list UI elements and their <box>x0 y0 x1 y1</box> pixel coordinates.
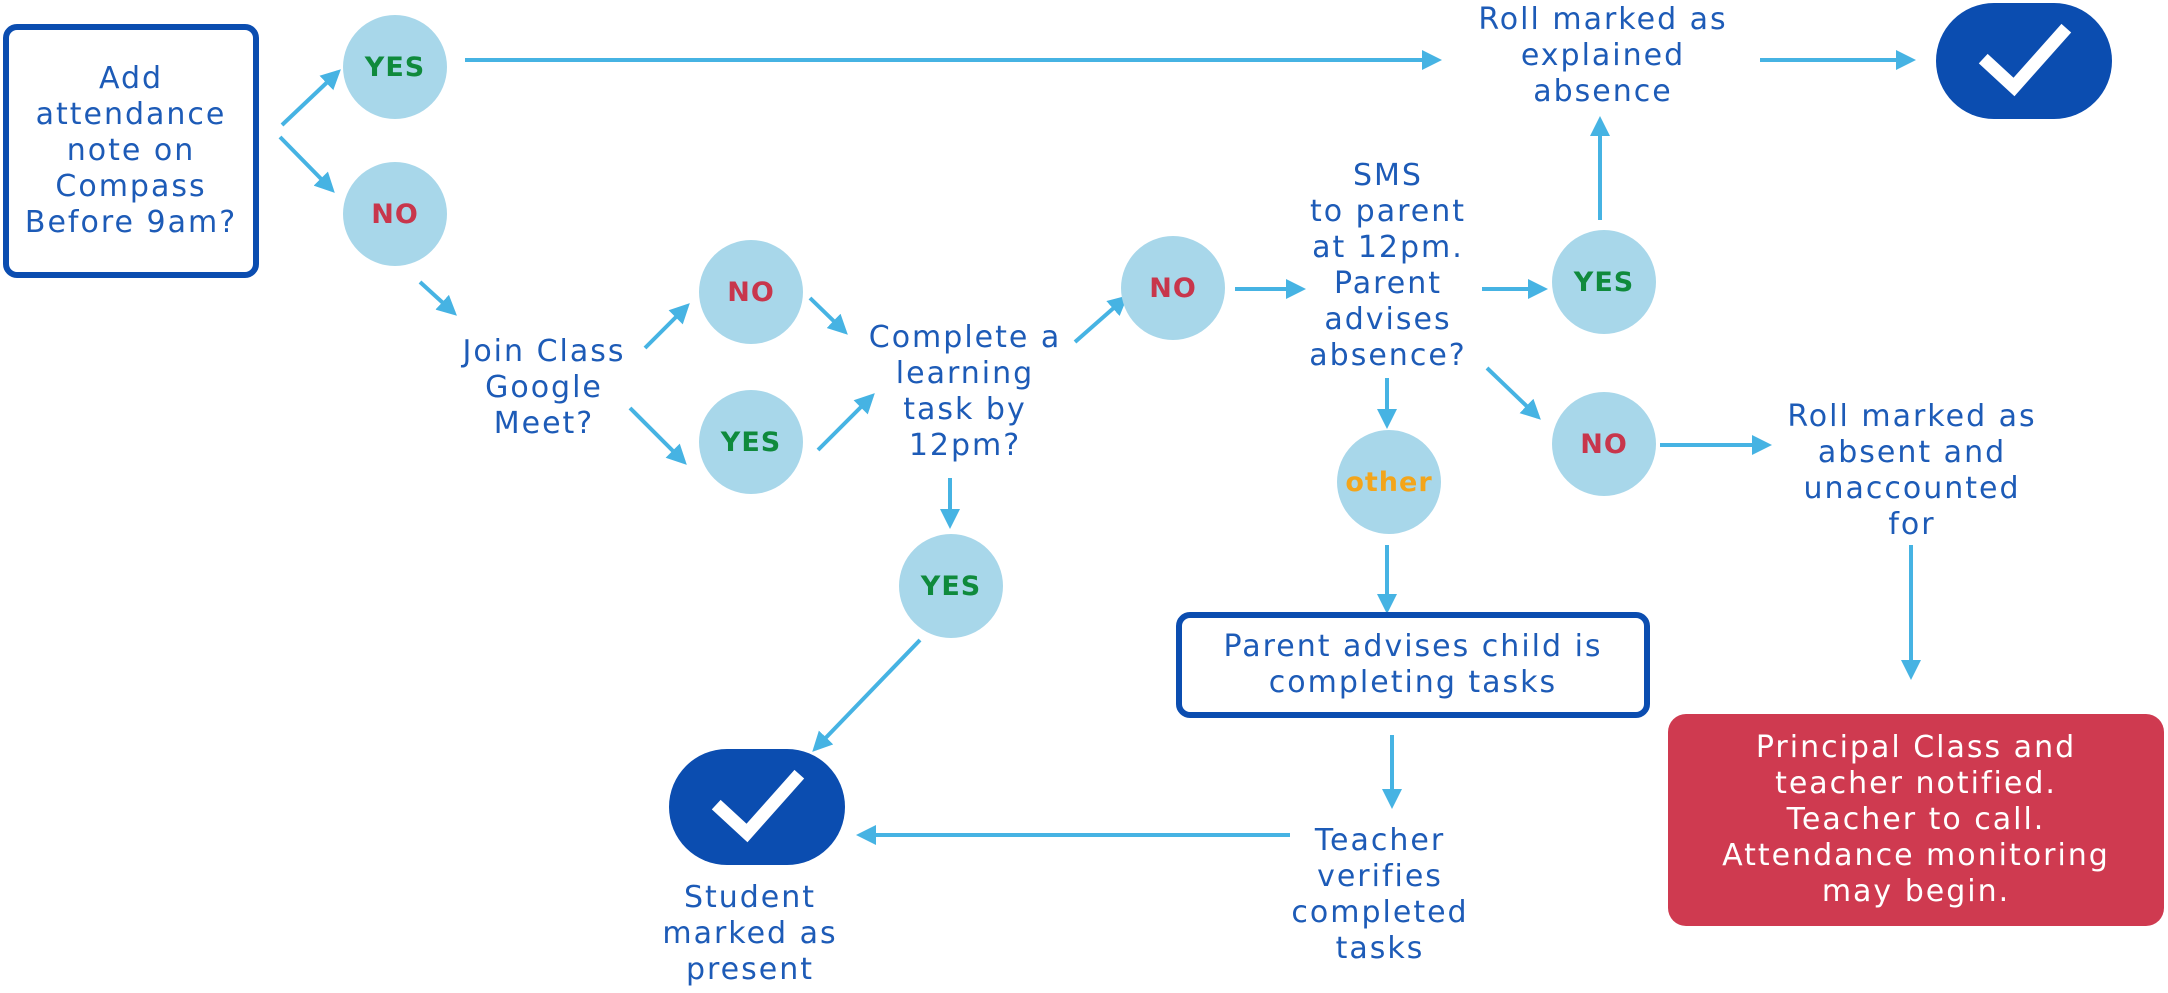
checkmark-icon <box>1978 23 2072 97</box>
principal-text: Principal Class and teacher notified. Te… <box>1722 730 2110 909</box>
teacher-verifies-text: Teacher verifies completed tasks <box>1291 823 1469 966</box>
parent-tasks-text: Parent advises child is completing tasks <box>1223 629 1603 700</box>
sms-parent-text: SMS to parent at 12pm. Parent advises ab… <box>1309 158 1467 373</box>
join-meet-text: Join Class Google Meet? <box>462 334 626 441</box>
arrow-start-to-yes1 <box>280 69 341 127</box>
arrow-join-meet-to-no2 <box>643 303 690 350</box>
outcome-explained-check <box>1936 3 2112 119</box>
arrow-start-to-no1 <box>278 135 335 193</box>
decision-yes-1: YES <box>343 15 447 119</box>
decision-yes-3: YES <box>899 534 1003 638</box>
decision-no-4: NO <box>1552 392 1656 496</box>
arrow-learning-task-to-no3 <box>1073 295 1129 344</box>
checkmark-icon <box>711 769 805 843</box>
outcome-present-check <box>669 749 845 865</box>
start-node: Add attendance note on Compass Before 9a… <box>3 24 259 278</box>
arrow-sms-to-no4 <box>1485 366 1541 420</box>
decision-no-2: NO <box>699 240 803 344</box>
arrow-no2-to-learning-task <box>808 296 848 335</box>
start-text: Add attendance note on Compass Before 9a… <box>24 61 238 240</box>
roll-explained-text: Roll marked as explained absence <box>1478 2 1728 109</box>
decision-no-1: NO <box>343 162 447 266</box>
arrow-join-meet-to-yes2 <box>628 406 687 465</box>
student-present-text: Student marked as present <box>662 880 838 987</box>
decision-no-3: NO <box>1121 236 1225 340</box>
roll-absent-text: Roll marked as absent and unaccounted fo… <box>1787 399 2037 542</box>
arrow-yes2-to-learning-task <box>816 393 875 452</box>
parent-tasks-node: Parent advises child is completing tasks <box>1176 612 1650 718</box>
arrow-yes3-to-present <box>812 638 922 752</box>
learning-task-text: Complete a learning task by 12pm? <box>868 320 1062 463</box>
principal-alert-node: Principal Class and teacher notified. Te… <box>1668 714 2164 926</box>
decision-yes-4: YES <box>1552 230 1656 334</box>
decision-yes-2: YES <box>699 390 803 494</box>
arrow-no1-to-join-meet <box>418 280 457 316</box>
decision-other: other <box>1337 430 1441 534</box>
